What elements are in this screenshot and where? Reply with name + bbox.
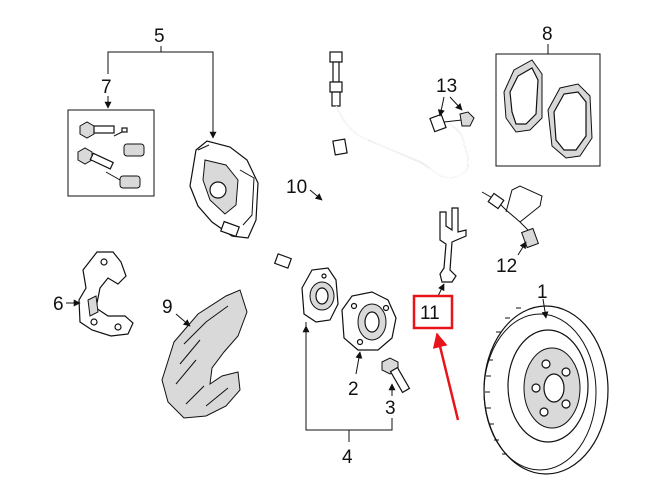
callout-11-highlight-box	[412, 294, 454, 330]
callout-2: 2	[348, 379, 359, 400]
sensor-connector	[429, 111, 475, 133]
callout-5: 5	[154, 26, 165, 47]
brake-pads-box	[495, 53, 601, 167]
leader-9	[175, 313, 191, 327]
callout-13: 13	[436, 76, 457, 97]
guide-sleeve-upper	[123, 143, 145, 157]
callout-11: 11	[420, 303, 440, 324]
brake-hose	[261, 138, 348, 269]
leader-13b	[449, 96, 463, 111]
leader-5-bracket	[107, 51, 217, 139]
callout-9: 9	[162, 297, 173, 318]
brake-pad-outer	[503, 59, 543, 133]
highlight-arrow	[432, 332, 460, 421]
leader-11	[437, 283, 445, 297]
guide-pin-bolt-lower	[77, 147, 115, 170]
guide-sleeve-lower	[119, 175, 141, 189]
sensor-mounting-bracket	[439, 207, 467, 283]
wheel-bearing	[301, 267, 339, 323]
guide-pin-kit-group	[67, 109, 155, 197]
wear-sensor-wire	[329, 51, 470, 179]
leader-1	[541, 298, 549, 319]
callout-6: 6	[53, 294, 64, 315]
leader-13a	[437, 96, 445, 117]
leader-10	[309, 189, 323, 201]
callout-7: 7	[101, 77, 112, 98]
brake-rotor	[483, 305, 609, 475]
guide-pin-bolt-upper	[79, 121, 128, 139]
leader-2	[355, 351, 363, 375]
callout-4: 4	[342, 447, 353, 468]
caliper-carrier-bracket	[78, 251, 134, 337]
callout-8: 8	[542, 24, 553, 45]
brake-pad-inner	[547, 83, 593, 159]
leader-12	[517, 241, 527, 256]
callout-3: 3	[385, 398, 396, 419]
guide-pin-kit-box	[67, 109, 155, 197]
callout-1: 1	[537, 282, 548, 303]
brake-wear-sensor	[481, 185, 543, 249]
wheel-hub	[341, 291, 397, 351]
brake-caliper	[189, 140, 259, 239]
splash-shield	[161, 289, 248, 419]
callout-12: 12	[496, 256, 517, 277]
hub-bolt	[381, 357, 411, 394]
callout-10: 10	[286, 177, 307, 198]
